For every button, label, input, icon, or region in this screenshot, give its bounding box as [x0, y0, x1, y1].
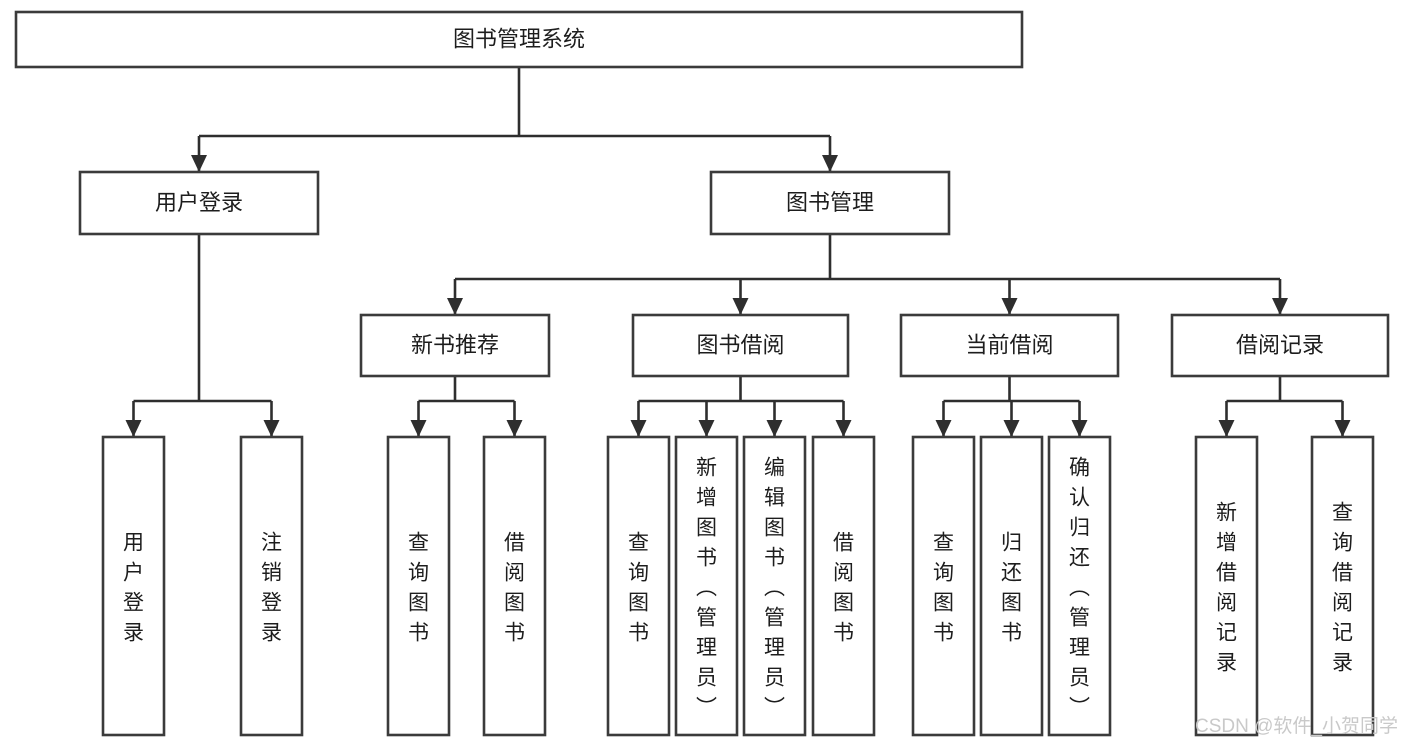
node-box-leaf-user-login — [101, 435, 166, 737]
connector-group-borrow-record — [1218, 376, 1351, 437]
node-leaf-query-book-2[interactable]: 查询图书 — [606, 435, 671, 737]
arrow-head — [698, 420, 715, 437]
connectors-layer — [125, 67, 1351, 437]
node-leaf-query-book-3[interactable]: 查询图书 — [911, 435, 976, 737]
node-leaf-borrow-book-1[interactable]: 借阅图书 — [482, 435, 547, 737]
node-leaf-query-book-1[interactable]: 查询图书 — [386, 435, 451, 737]
arrow-head — [410, 420, 427, 437]
node-label-leaf-user-login: 用户登录 — [123, 531, 144, 644]
node-leaf-user-login[interactable]: 用户登录 — [101, 435, 166, 737]
arrow-head — [732, 298, 749, 315]
node-label-leaf-add-book-admin: 新增图书︵管理员︶ — [696, 456, 717, 719]
node-box-leaf-logout-login — [239, 435, 304, 737]
arrow-head — [125, 420, 142, 437]
node-label-leaf-query-book-3: 查询图书 — [933, 531, 954, 644]
arrow-head — [1218, 420, 1235, 437]
node-box-leaf-add-book-admin — [674, 435, 739, 737]
node-label-leaf-logout-login: 注销登录 — [261, 531, 282, 644]
node-label-leaf-add-borrow-record: 新增借阅记录 — [1216, 501, 1237, 674]
node-leaf-add-book-admin[interactable]: 新增图书︵管理员︶ — [674, 435, 739, 737]
connector-group-book-manage — [447, 234, 1288, 315]
node-leaf-borrow-book-2[interactable]: 借阅图书 — [811, 435, 876, 737]
arrow-head — [1071, 420, 1088, 437]
arrow-head — [447, 298, 463, 315]
node-box-leaf-confirm-return-admin — [1047, 435, 1112, 737]
node-borrow-record[interactable]: 借阅记录 — [1170, 313, 1390, 378]
arrow-head — [835, 420, 852, 437]
node-label-book-manage: 图书管理 — [786, 190, 874, 215]
arrow-head — [263, 420, 280, 437]
connector-group-new-book-recommend — [410, 376, 523, 437]
arrow-head — [822, 155, 838, 172]
arrow-head — [1334, 420, 1351, 437]
connector-group-book-borrow — [630, 376, 852, 437]
node-book-manage[interactable]: 图书管理 — [709, 170, 951, 236]
node-label-leaf-borrow-book-2: 借阅图书 — [833, 531, 854, 644]
node-box-current-borrow — [899, 313, 1120, 378]
arrow-head — [935, 420, 952, 437]
node-label-book-borrow: 图书借阅 — [696, 332, 784, 357]
node-new-book-recommend[interactable]: 新书推荐 — [359, 313, 551, 378]
node-leaf-edit-book-admin[interactable]: 编辑图书︵管理员︶ — [742, 435, 807, 737]
node-leaf-query-borrow-record[interactable]: 查询借阅记录 — [1310, 435, 1375, 737]
node-box-leaf-add-borrow-record — [1194, 435, 1259, 737]
node-book-borrow[interactable]: 图书借阅 — [631, 313, 850, 378]
node-box-new-book-recommend — [359, 313, 551, 378]
node-root[interactable]: 图书管理系统 — [14, 10, 1024, 69]
node-label-current-borrow: 当前借阅 — [965, 332, 1053, 357]
node-leaf-confirm-return-admin[interactable]: 确认归还︵管理员︶ — [1047, 435, 1112, 737]
node-box-leaf-edit-book-admin — [742, 435, 807, 737]
arrow-head — [191, 155, 207, 172]
connector-group-current-borrow — [935, 376, 1088, 437]
node-box-leaf-query-borrow-record — [1310, 435, 1375, 737]
node-box-leaf-return-book — [979, 435, 1044, 737]
node-box-root — [14, 10, 1024, 69]
node-box-borrow-record — [1170, 313, 1390, 378]
node-label-leaf-query-borrow-record: 查询借阅记录 — [1332, 501, 1353, 674]
node-label-user-login: 用户登录 — [155, 190, 243, 215]
node-leaf-logout-login[interactable]: 注销登录 — [239, 435, 304, 737]
node-label-leaf-query-book-2: 查询图书 — [628, 531, 649, 644]
arrow-head — [1001, 298, 1018, 315]
connector-group-user-login — [125, 234, 280, 437]
node-current-borrow[interactable]: 当前借阅 — [899, 313, 1120, 378]
arrow-head — [1003, 420, 1020, 437]
csdn-watermark: CSDN @软件_小贺同学 — [1195, 715, 1398, 737]
arrow-head — [766, 420, 783, 437]
node-user-login[interactable]: 用户登录 — [78, 170, 320, 236]
node-label-new-book-recommend: 新书推荐 — [411, 332, 499, 357]
node-label-leaf-confirm-return-admin: 确认归还︵管理员︶ — [1069, 456, 1090, 719]
node-label-root: 图书管理系统 — [453, 26, 585, 51]
node-leaf-add-borrow-record[interactable]: 新增借阅记录 — [1194, 435, 1259, 737]
node-leaf-return-book[interactable]: 归还图书 — [979, 435, 1044, 737]
node-box-user-login — [78, 170, 320, 236]
node-box-book-borrow — [631, 313, 850, 378]
node-box-leaf-query-book-3 — [911, 435, 976, 737]
node-label-leaf-borrow-book-1: 借阅图书 — [504, 531, 525, 644]
node-box-leaf-query-book-2 — [606, 435, 671, 737]
node-label-leaf-return-book: 归还图书 — [1001, 531, 1022, 644]
node-box-leaf-borrow-book-1 — [482, 435, 547, 737]
node-label-borrow-record: 借阅记录 — [1236, 332, 1324, 357]
node-box-leaf-query-book-1 — [386, 435, 451, 737]
arrow-head — [630, 420, 647, 437]
connector-group-root — [191, 67, 838, 172]
node-box-book-manage — [709, 170, 951, 236]
node-label-leaf-query-book-1: 查询图书 — [408, 531, 429, 644]
nodes-layer: 图书管理系统用户登录图书管理新书推荐图书借阅当前借阅借阅记录用户登录注销登录查询… — [14, 10, 1390, 737]
node-label-leaf-edit-book-admin: 编辑图书︵管理员︶ — [764, 456, 785, 719]
arrow-head — [506, 420, 523, 437]
node-box-leaf-borrow-book-2 — [811, 435, 876, 737]
arrow-head — [1272, 298, 1288, 315]
